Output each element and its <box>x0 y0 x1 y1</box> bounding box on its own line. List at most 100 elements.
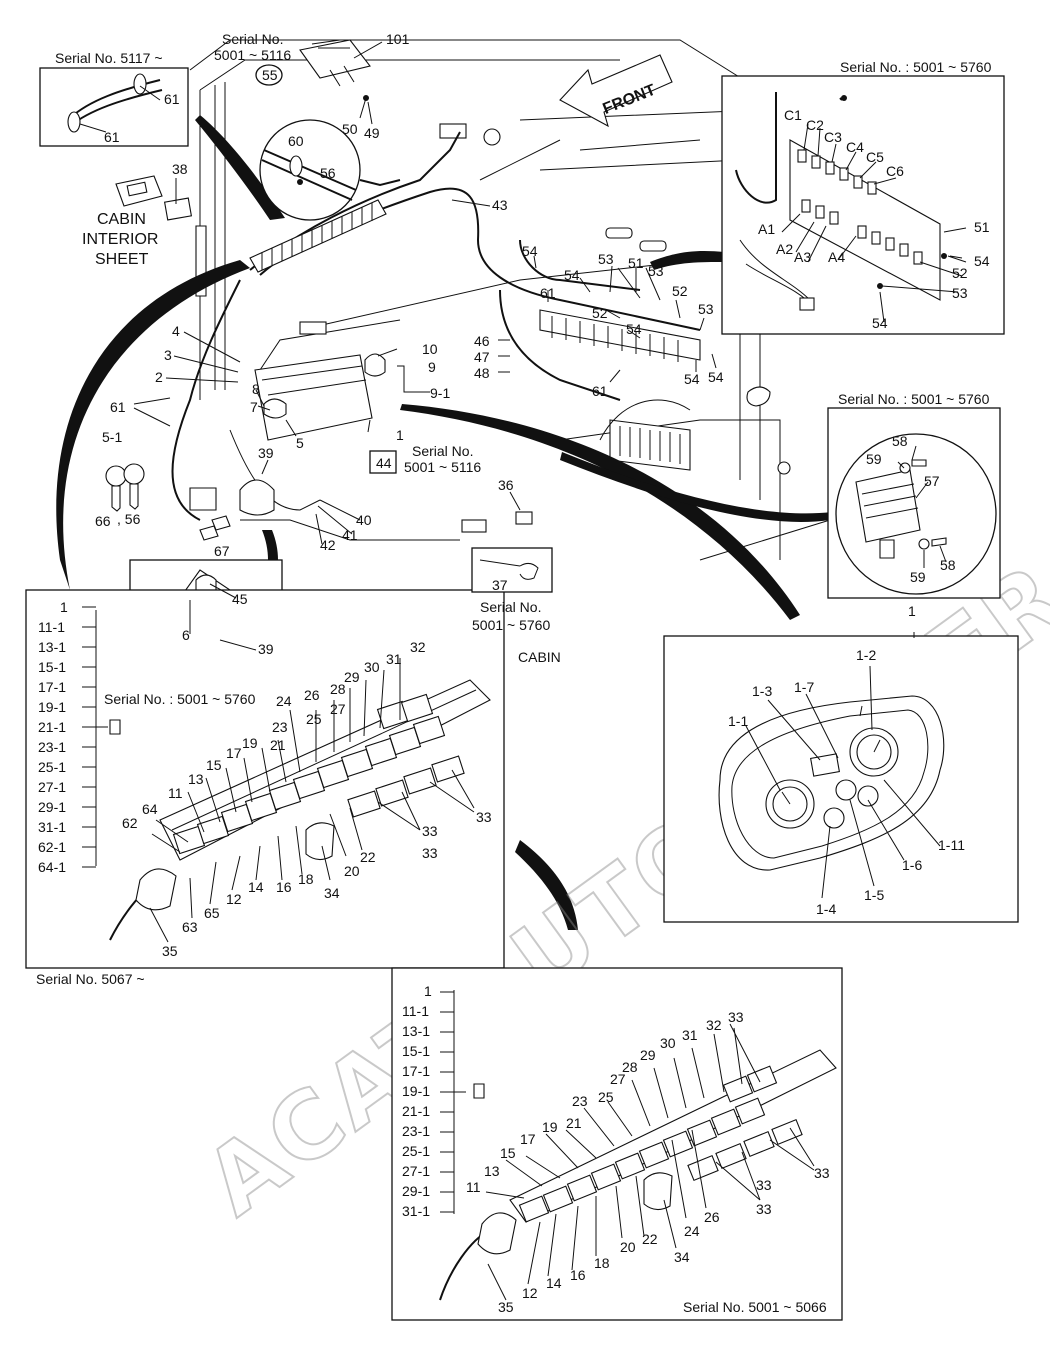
callout: 36 <box>498 477 514 493</box>
callout: 42 <box>320 537 336 553</box>
legend-item: 19-1 <box>402 1083 430 1099</box>
callout: C4 <box>846 139 864 155</box>
callout: 52 <box>672 283 688 299</box>
callout: 34 <box>324 885 340 901</box>
circle-inset-55 <box>255 64 361 221</box>
callout: 43 <box>492 197 508 213</box>
callout: 33 <box>814 1165 830 1181</box>
legend-item: 17-1 <box>402 1063 430 1079</box>
callout: 19 <box>542 1119 558 1135</box>
callout: 22 <box>642 1231 658 1247</box>
callout: 52 <box>592 305 608 321</box>
callout: 54 <box>522 243 538 259</box>
legend-item: 21-1 <box>402 1103 430 1119</box>
inset-serial-5117 <box>39 67 189 147</box>
legend-item: 19-1 <box>38 699 66 715</box>
callout: C6 <box>886 163 904 179</box>
serial-5001-5116-top-line2: 5001 ~ 5116 <box>214 47 291 63</box>
callout: 16 <box>276 879 292 895</box>
callout: 54 <box>564 267 580 283</box>
callout: 20 <box>344 863 360 879</box>
callout: 31 <box>386 651 402 667</box>
callout: 54 <box>626 321 642 337</box>
callout: 25 <box>306 711 322 727</box>
callout: 19 <box>242 735 258 751</box>
callout: 61 <box>540 285 556 301</box>
callout: 61 <box>104 129 120 145</box>
main-harness <box>171 131 701 521</box>
callout: 18 <box>298 871 314 887</box>
callout: A3 <box>794 249 811 265</box>
callout: 8 <box>252 381 260 397</box>
callout: 30 <box>364 659 380 675</box>
callout: 33 <box>756 1201 772 1217</box>
callout: 1-11 <box>938 837 965 853</box>
panel-a-callouts: 32 31 30 29 28 27 26 24 25 23 21 19 17 1… <box>122 639 492 959</box>
inset-resistor <box>827 407 1001 599</box>
callout: 5-1 <box>102 429 122 445</box>
legend-item: 23-1 <box>38 739 66 755</box>
callout: 61 <box>592 383 608 399</box>
callout: 6 <box>182 627 190 643</box>
legend-item: 64-1 <box>38 859 66 875</box>
callout: 63 <box>182 919 198 935</box>
callout: 46 <box>474 333 490 349</box>
callout: 29 <box>344 669 360 685</box>
serial-5067: Serial No. 5067 ~ <box>36 971 145 987</box>
callout: 17 <box>520 1131 536 1147</box>
callout: 20 <box>620 1239 636 1255</box>
callout: 39 <box>258 641 274 657</box>
callout: 57 <box>924 473 940 489</box>
callout: 23 <box>572 1093 588 1109</box>
callout: 33 <box>728 1009 744 1025</box>
callout: 66 <box>95 513 111 529</box>
serial-5117: Serial No. 5117 ~ <box>55 50 163 66</box>
callout: 39 <box>258 445 274 461</box>
callout: 12 <box>522 1285 538 1301</box>
callout: C3 <box>824 129 842 145</box>
descriptive-labels: CABIN INTERIOR SHEET CABIN <box>82 211 561 665</box>
legend-item: 31-1 <box>402 1203 430 1219</box>
callout: 47 <box>474 349 490 365</box>
legend-item: 1 <box>424 983 432 999</box>
callout: 31 <box>682 1027 698 1043</box>
callout: 38 <box>172 161 188 177</box>
callout: 1-4 <box>816 901 836 917</box>
callout: 49 <box>364 125 380 141</box>
callout: 9-1 <box>430 385 450 401</box>
callout: 67 <box>214 543 230 559</box>
legend-b-ticks <box>440 991 466 1213</box>
callout: 16 <box>570 1267 586 1283</box>
legend-item: 23-1 <box>402 1123 430 1139</box>
legend-item: 15-1 <box>38 659 66 675</box>
callout: 5 <box>296 435 304 451</box>
callout: 14 <box>546 1275 562 1291</box>
callout-44: 44 <box>376 455 392 471</box>
callout: A1 <box>758 221 775 237</box>
serial-5001-5066: Serial No. 5001 ~ 5066 <box>683 1299 827 1315</box>
callout: 58 <box>940 557 956 573</box>
legend-item: 11-1 <box>38 619 65 635</box>
inset-connector-board <box>721 75 1005 335</box>
panel-b-leaders <box>485 1023 815 1301</box>
serial-5001-5116-top-line1: Serial No. <box>222 31 283 47</box>
cabin-label: CABIN <box>518 649 561 665</box>
leader-swooshes <box>56 115 832 930</box>
callout: 11 <box>168 785 183 801</box>
callout: 33 <box>422 823 438 839</box>
callout: 101 <box>386 31 410 47</box>
callout: 10 <box>422 341 438 357</box>
cabin-sheet-label-3: SHEET <box>95 251 149 268</box>
callout: 32 <box>706 1017 722 1033</box>
legend-item: 62-1 <box>38 839 66 855</box>
callout: 25 <box>598 1089 614 1105</box>
callout: 13 <box>484 1163 500 1179</box>
callout: 54 <box>872 315 888 331</box>
callout: 64 <box>142 801 158 817</box>
legend-item: 13-1 <box>38 639 66 655</box>
connector-bundle <box>599 399 691 471</box>
callout: 60 <box>288 133 304 149</box>
callout: 3 <box>164 347 172 363</box>
callout: 9 <box>428 359 436 375</box>
